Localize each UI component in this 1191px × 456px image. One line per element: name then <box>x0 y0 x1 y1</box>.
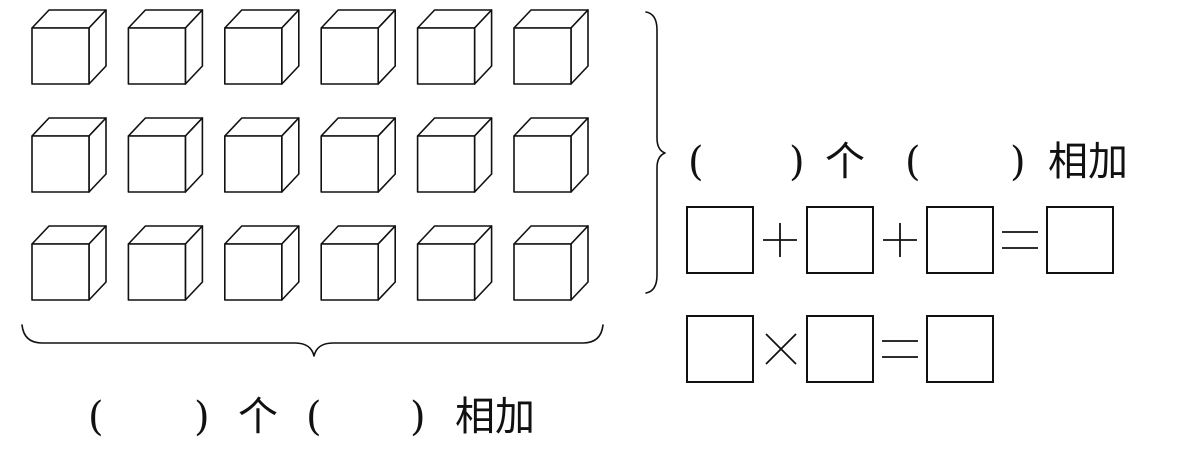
bottom-question: ( ) 个 ( ) 相加 <box>88 394 535 440</box>
addition-blank-3[interactable] <box>927 207 993 273</box>
cube-r2-c6 <box>514 118 588 192</box>
cube-front-face <box>128 28 185 84</box>
bottom-question-tail: 相加 <box>455 394 535 440</box>
cube-r1-c5 <box>418 10 492 84</box>
plus-sign-1 <box>763 223 797 257</box>
cube-r3-c1 <box>32 226 106 300</box>
cube-front-face <box>418 244 475 300</box>
cube-r1-c3 <box>225 10 299 84</box>
cube-front-face <box>128 136 185 192</box>
right-question-close-paren-2: ) <box>1010 139 1026 185</box>
cube-grid <box>32 10 588 300</box>
cube-r3-c3 <box>225 226 299 300</box>
bottom-question-close-paren-1: ) <box>194 394 210 440</box>
cube-front-face <box>128 244 185 300</box>
times-sign <box>766 334 796 364</box>
cube-front-face <box>321 136 378 192</box>
addition-blank-1[interactable] <box>687 207 753 273</box>
cube-front-face <box>225 28 282 84</box>
cube-front-face <box>32 244 89 300</box>
bottom-brace <box>22 325 603 356</box>
multiplication-result-blank[interactable] <box>927 316 993 382</box>
right-question-open-paren-2: ( <box>905 139 921 185</box>
right-brace <box>646 12 665 293</box>
cube-r1-c1 <box>32 10 106 84</box>
cube-r1-c4 <box>321 10 395 84</box>
bottom-question-close-paren-2: ) <box>410 394 426 440</box>
addition-equation <box>687 207 1113 273</box>
cube-front-face <box>225 244 282 300</box>
cube-r2-c3 <box>225 118 299 192</box>
cube-front-face <box>418 28 475 84</box>
plus-sign-2 <box>883 223 917 257</box>
cube-front-face <box>514 136 571 192</box>
addition-blank-2[interactable] <box>807 207 873 273</box>
cube-r3-c4 <box>321 226 395 300</box>
multiplication-blank-1[interactable] <box>687 316 753 382</box>
cube-r3-c5 <box>418 226 492 300</box>
cube-front-face <box>225 136 282 192</box>
bottom-question-measure-word: 个 <box>238 394 278 440</box>
addition-result-blank[interactable] <box>1047 207 1113 273</box>
cube-r2-c4 <box>321 118 395 192</box>
right-question: ( ) 个 ( ) 相加 <box>688 139 1128 185</box>
equals-sign-2 <box>882 341 918 357</box>
cube-r2-c2 <box>128 118 202 192</box>
right-question-measure-word: 个 <box>825 139 865 185</box>
multiplication-equation <box>687 316 993 382</box>
cube-front-face <box>321 244 378 300</box>
cube-front-face <box>514 244 571 300</box>
cube-r3-c2 <box>128 226 202 300</box>
cube-front-face <box>321 28 378 84</box>
cube-r2-c5 <box>418 118 492 192</box>
right-question-close-paren-1: ) <box>789 139 805 185</box>
cube-r1-c6 <box>514 10 588 84</box>
cube-front-face <box>418 136 475 192</box>
cube-front-face <box>514 28 571 84</box>
bottom-question-open-paren-2: ( <box>306 394 322 440</box>
right-question-open-paren-1: ( <box>688 139 704 185</box>
cube-r2-c1 <box>32 118 106 192</box>
cube-r3-c6 <box>514 226 588 300</box>
equals-sign-1 <box>1002 232 1038 248</box>
cube-r1-c2 <box>128 10 202 84</box>
bottom-question-open-paren-1: ( <box>88 394 104 440</box>
cube-front-face <box>32 136 89 192</box>
cube-front-face <box>32 28 89 84</box>
right-question-tail: 相加 <box>1048 139 1128 185</box>
multiplication-blank-2[interactable] <box>807 316 873 382</box>
